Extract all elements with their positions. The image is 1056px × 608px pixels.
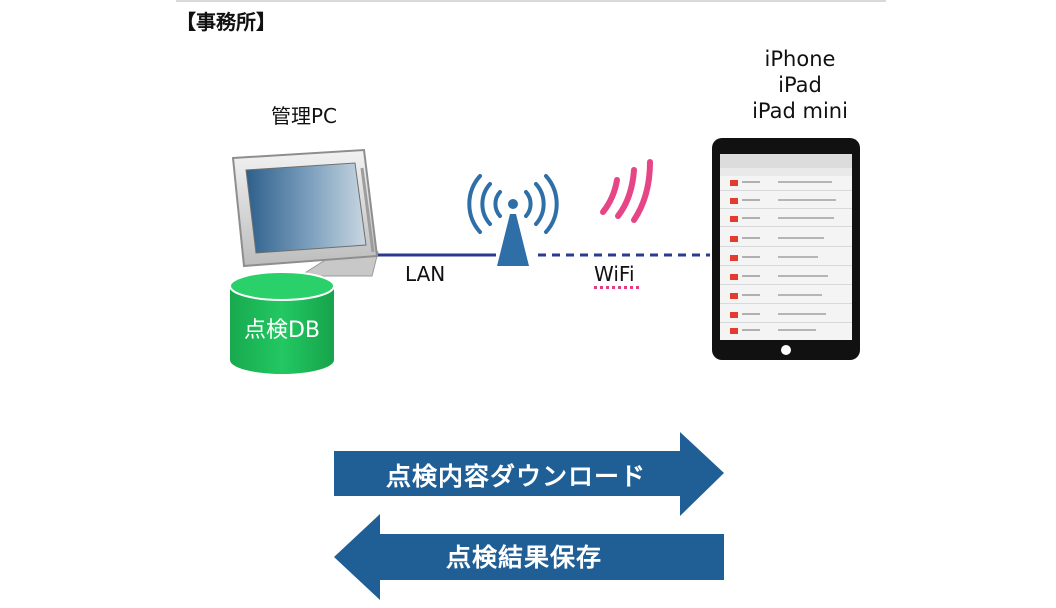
pc-monitor-icon: [231, 148, 379, 277]
device-label-line: iPhone: [764, 47, 836, 71]
top-divider: [176, 0, 886, 2]
save-arrow-label: 点検結果保存: [446, 543, 603, 572]
tablet-icon: [712, 138, 860, 360]
pc-label: 管理PC: [271, 104, 338, 128]
download-arrow-label: 点検内容ダウンロード: [386, 462, 647, 491]
device-label: iPhone iPad iPad mini: [720, 46, 880, 124]
lan-label: LAN: [405, 262, 446, 286]
access-point-icon: [467, 174, 559, 266]
database-label: 点検DB: [243, 318, 321, 343]
device-label-line: iPad: [778, 73, 822, 97]
save-arrow: [334, 514, 724, 600]
database-icon: [229, 271, 335, 374]
wifi-signal-icon: [600, 159, 653, 223]
tablet-list: [720, 180, 852, 334]
office-label: 【事務所】: [176, 10, 276, 34]
wifi-label: WiFi: [594, 262, 635, 286]
spellcheck-underline: [594, 286, 640, 289]
download-arrow: [334, 432, 724, 516]
device-label-line: iPad mini: [752, 99, 848, 123]
